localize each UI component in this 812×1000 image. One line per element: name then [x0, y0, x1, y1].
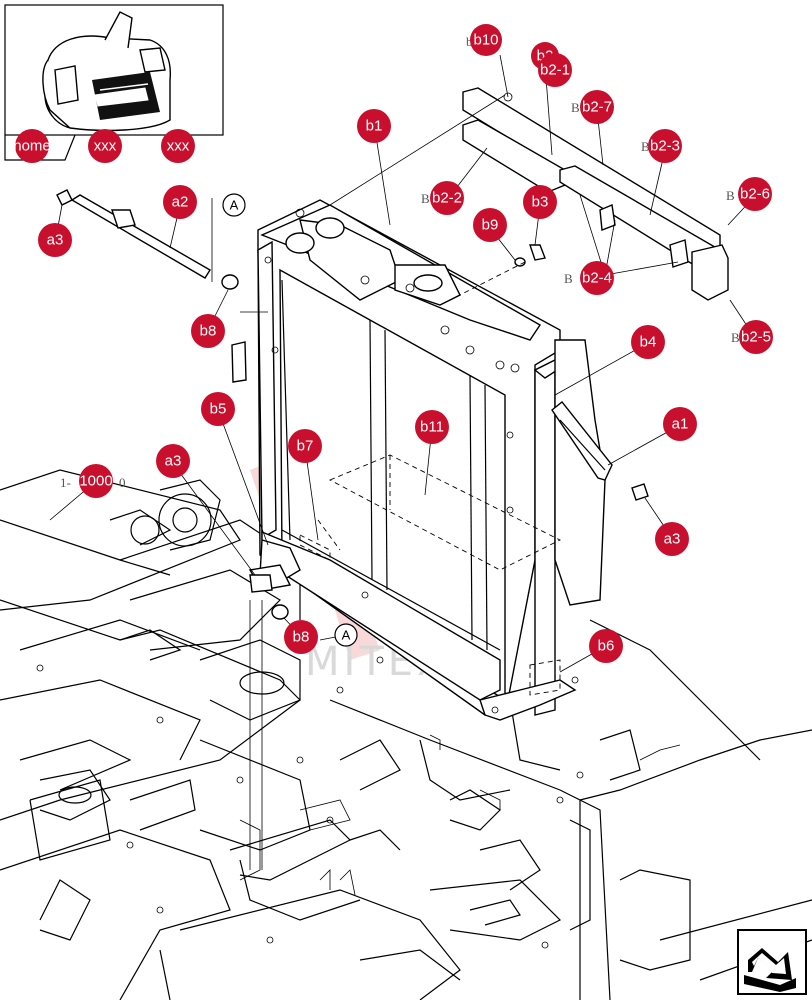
svg-text:b2-1: b2-1 — [540, 62, 570, 79]
callout-b1[interactable]: b1 — [357, 109, 391, 143]
arrow-forward-icon[interactable] — [737, 929, 807, 995]
svg-text:b6: b6 — [598, 638, 615, 655]
svg-text:A: A — [342, 628, 351, 643]
svg-text:b2-7: b2-7 — [582, 99, 612, 116]
view-marker-a-top: A — [222, 193, 246, 217]
svg-text:a3: a3 — [664, 531, 681, 548]
svg-text:b4: b4 — [640, 334, 657, 351]
svg-text:b7: b7 — [297, 438, 314, 455]
svg-text:b2-6: b2-6 — [740, 186, 770, 203]
svg-text:b3: b3 — [532, 194, 549, 211]
callout-b8-top[interactable]: b8 — [191, 314, 225, 348]
svg-text:home: home — [13, 138, 51, 155]
callout-b2-5[interactable]: b2-5 — [739, 320, 773, 354]
callout-b11[interactable]: b11 — [415, 410, 449, 444]
stay-rod — [70, 194, 213, 282]
svg-text:b9: b9 — [482, 217, 499, 234]
svg-text:B: B — [564, 271, 573, 286]
fasteners — [56, 189, 649, 620]
callout-b3[interactable]: b3 — [523, 185, 557, 219]
callout-a1[interactable]: a1 — [663, 407, 697, 441]
thumbnail-panel — [4, 4, 224, 161]
callout-b10[interactable]: b10 — [470, 24, 502, 56]
callout-b5[interactable]: b5 — [201, 392, 235, 426]
svg-text:b10: b10 — [473, 32, 498, 49]
callout-b2-3[interactable]: b2-3 — [648, 129, 682, 163]
svg-text:1-: 1- — [60, 475, 71, 490]
svg-text:b1: b1 — [366, 118, 383, 135]
svg-text:0: 0 — [119, 475, 126, 490]
callout-b4[interactable]: b4 — [631, 325, 665, 359]
svg-text:b8: b8 — [293, 629, 310, 646]
callout-b2-6[interactable]: b2-6 — [738, 177, 772, 211]
view-marker-a-bottom: A — [334, 623, 358, 647]
svg-text:b2-3: b2-3 — [650, 138, 680, 155]
svg-text:B: B — [641, 139, 650, 154]
svg-text:1000: 1000 — [79, 473, 112, 490]
callout-b2-4[interactable]: b2-4 — [580, 261, 614, 295]
callout-ref-1000[interactable]: 1000 — [79, 464, 113, 498]
callout-b2-7[interactable]: b2-7 — [580, 90, 614, 124]
svg-text:b2-2: b2-2 — [432, 190, 462, 207]
excavator-thumbnail — [42, 11, 172, 132]
svg-text:b11: b11 — [420, 419, 444, 436]
callout-a3-right[interactable]: a3 — [655, 522, 689, 556]
svg-text:a3: a3 — [47, 232, 64, 249]
machine-chassis — [0, 469, 812, 1000]
callout-b6[interactable]: b6 — [589, 629, 623, 663]
side-stay — [551, 401, 613, 481]
callout-b2-1[interactable]: b2-1 — [538, 53, 572, 87]
svg-text:B: B — [726, 188, 735, 203]
svg-text:xxx: xxx — [94, 138, 117, 155]
svg-text:a3: a3 — [165, 453, 182, 470]
upper-bracket — [462, 87, 729, 301]
svg-text:a2: a2 — [172, 194, 189, 211]
svg-text:B: B — [571, 100, 580, 115]
svg-text:b2-5: b2-5 — [741, 329, 771, 346]
callout-b2-2[interactable]: b2-2 — [430, 181, 464, 215]
nav-home-button[interactable]: home — [13, 129, 51, 163]
callout-b8-bottom[interactable]: b8 — [284, 620, 318, 654]
svg-text:b8: b8 — [200, 323, 217, 340]
radiator-assembly — [248, 199, 606, 721]
svg-text:b5: b5 — [210, 401, 227, 418]
svg-text:b2-4: b2-4 — [582, 270, 612, 287]
callout-a3-top[interactable]: a3 — [38, 223, 72, 257]
svg-text:a1: a1 — [672, 416, 689, 433]
callout-b9[interactable]: b9 — [473, 208, 507, 242]
svg-text:B: B — [731, 330, 740, 345]
callout-a3-mid[interactable]: a3 — [156, 444, 190, 478]
nav-xxx-button-1[interactable]: xxx — [88, 129, 122, 163]
nav-xxx-button-2[interactable]: xxx — [161, 129, 195, 163]
callout-b7[interactable]: b7 — [288, 429, 322, 463]
svg-text:B: B — [421, 191, 430, 206]
svg-text:A: A — [230, 198, 239, 213]
svg-text:xxx: xxx — [167, 138, 190, 155]
callout-a2[interactable]: a2 — [163, 185, 197, 219]
